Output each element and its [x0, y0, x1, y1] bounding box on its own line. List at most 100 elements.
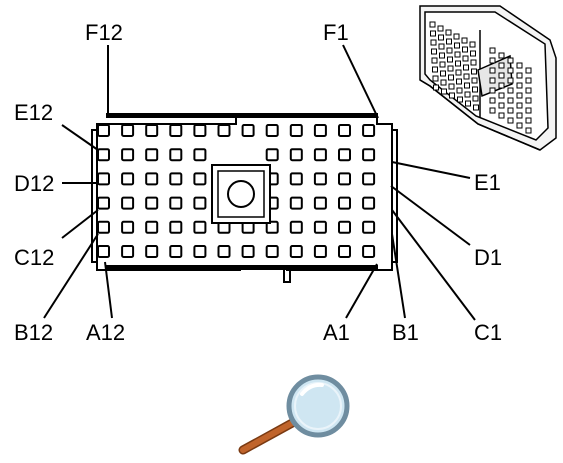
connector-3d-thumbnail — [419, 5, 557, 151]
thumbnail-hole — [445, 29, 452, 36]
thumbnail-hole — [525, 107, 532, 114]
thumbnail-hole — [489, 67, 496, 74]
thumbnail-hole — [437, 25, 444, 32]
thumbnail-hole — [447, 56, 453, 63]
leader-c12 — [61, 209, 99, 239]
thumbnail-hole — [470, 50, 476, 57]
thumbnail-hole — [429, 21, 436, 28]
thumbnail-hole — [472, 86, 478, 93]
pin-F4 — [289, 124, 303, 137]
pin-E3 — [313, 148, 327, 162]
label-d12: D12 — [14, 171, 54, 196]
leader-e12 — [61, 124, 99, 151]
thumbnail-hole — [448, 83, 455, 90]
pin-B11 — [121, 220, 135, 234]
thumbnail-hole — [462, 46, 468, 53]
pin-D4 — [289, 172, 303, 186]
pin-A12 — [97, 245, 110, 258]
thumbnail-hole — [516, 92, 523, 99]
thumbnail-hole — [457, 96, 463, 103]
label-b12: B12 — [14, 320, 53, 345]
thumbnail-hole — [525, 77, 532, 84]
pin-labels: F12 F1 E12 E1 D12 D1 C12 C1 B12 B1 A12 A… — [14, 20, 502, 345]
pin-A7 — [217, 245, 231, 258]
thumbnail-hole — [489, 77, 496, 84]
pin-A4 — [289, 245, 303, 258]
label-c12: C12 — [14, 245, 54, 270]
thumbnail-hole — [516, 72, 523, 79]
label-c1: C1 — [474, 320, 502, 345]
thumbnail-hole — [461, 37, 468, 44]
pin-C2 — [338, 196, 351, 210]
thumbnail-hole — [432, 75, 439, 82]
thumbnail-hole — [470, 59, 477, 66]
label-f1: F1 — [323, 20, 349, 45]
pin-E9 — [169, 148, 183, 162]
label-b1: B1 — [392, 320, 419, 345]
pin-D12 — [97, 172, 110, 186]
pin-B9 — [169, 220, 183, 234]
pin-C4 — [289, 196, 303, 210]
thumbnail-hole — [525, 117, 532, 124]
thumbnail-hole — [446, 47, 453, 54]
thumbnail-hole — [438, 43, 445, 50]
thumbnail-hole — [516, 62, 523, 69]
thumbnail-hole — [507, 57, 514, 64]
pin-C10 — [145, 196, 159, 210]
thumbnail-hole — [464, 91, 471, 98]
thumbnail-hole — [448, 74, 454, 81]
leader-a12 — [104, 261, 113, 319]
pin-E4 — [289, 148, 303, 162]
pin-D8 — [193, 172, 207, 186]
magnifier-icon[interactable] — [238, 374, 350, 455]
pin-C1 — [362, 196, 376, 210]
label-e12: E12 — [14, 100, 53, 125]
thumbnail-hole — [454, 51, 461, 58]
pin-D11 — [121, 172, 135, 186]
thumbnail-hole — [439, 61, 446, 68]
thumbnail-hole — [456, 87, 463, 94]
pin-A3 — [313, 245, 327, 258]
thumbnail-hole — [489, 57, 496, 64]
thumbnail-hole — [462, 55, 469, 62]
pin-A8 — [193, 245, 207, 258]
thumbnail-hole — [498, 72, 505, 79]
thumbnail-hole — [439, 52, 445, 59]
thumbnail-hole — [465, 100, 471, 107]
thumbnail-hole — [489, 97, 496, 104]
pin-D3 — [313, 172, 327, 186]
pin-F10 — [145, 124, 159, 137]
thumbnail-hole — [441, 88, 447, 95]
thumbnail-pin-holes — [429, 21, 532, 134]
pin-C3 — [313, 196, 327, 210]
thumbnail-hole — [516, 122, 523, 129]
label-d1: D1 — [474, 245, 502, 270]
leader-b12 — [43, 233, 99, 319]
leader-d1 — [390, 185, 471, 246]
thumbnail-hole — [516, 112, 523, 119]
thumbnail-hole — [447, 65, 454, 72]
thumbnail-hole — [455, 60, 461, 67]
pin-F3 — [313, 124, 327, 137]
pin-C8 — [193, 196, 207, 210]
thumbnail-hole — [446, 38, 452, 45]
bottom-rail — [106, 265, 378, 270]
pin-D1 — [362, 172, 376, 186]
thumbnail-hole — [464, 82, 470, 89]
pin-F2 — [338, 124, 351, 137]
pin-E12 — [97, 148, 110, 162]
pin-A11 — [121, 245, 135, 258]
center-key — [211, 164, 271, 224]
thumbnail-hole — [498, 102, 505, 109]
pin-E1 — [362, 148, 376, 162]
label-f12: F12 — [85, 20, 123, 45]
thumbnail-hole — [430, 30, 436, 37]
pin-A10 — [145, 245, 159, 258]
thumbnail-hole — [471, 68, 477, 75]
leader-a1 — [345, 263, 378, 319]
pin-F9 — [169, 124, 183, 137]
thumbnail-hole — [456, 78, 462, 85]
thumbnail-hole — [507, 77, 514, 84]
thumbnail-hole — [525, 67, 532, 74]
